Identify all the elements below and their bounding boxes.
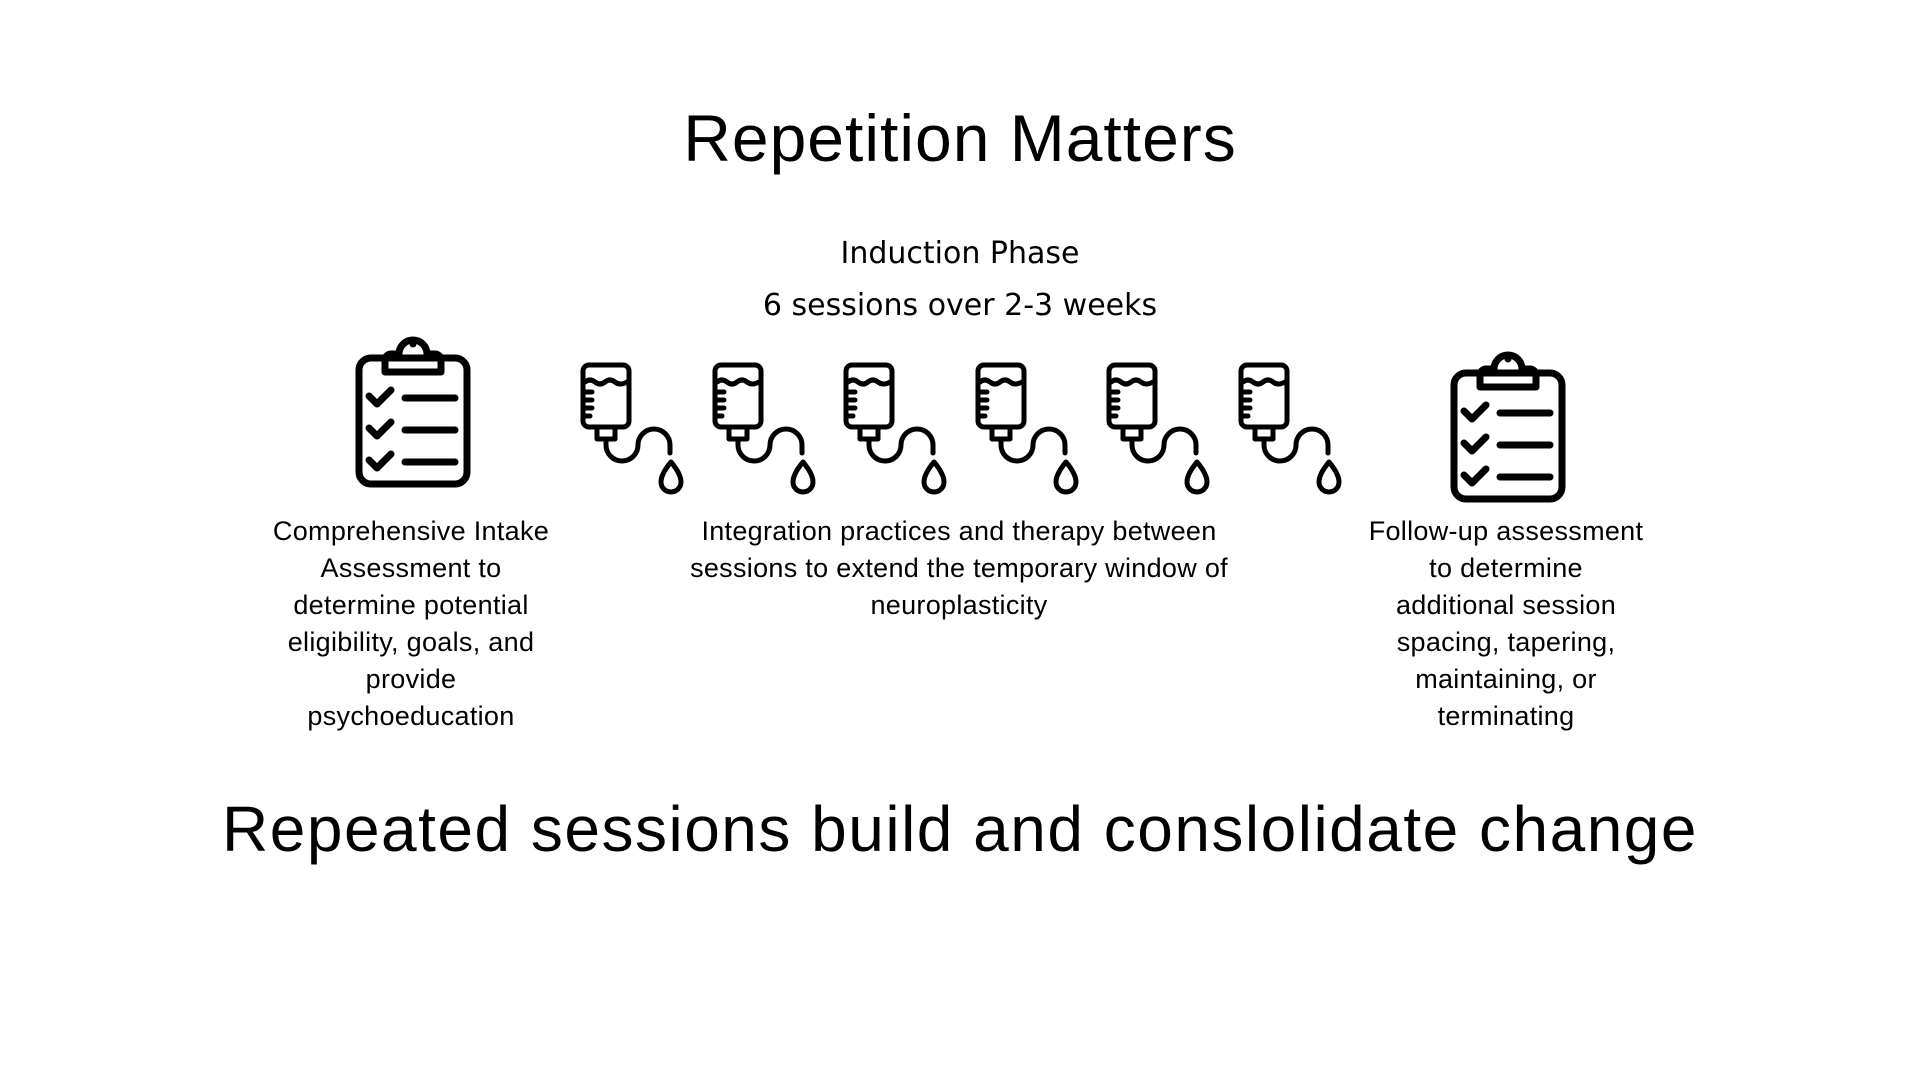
iv-drip-icon [975,362,1079,495]
tagline: Repeated sessions build and conslolidate… [222,793,1698,865]
iv-drip-icon [843,362,947,495]
iv-drip-icon [712,362,816,495]
text-line: Assessment to [320,553,502,583]
text-line: Follow-up assessment [1368,516,1644,546]
intake-description: Comprehensive Intake Assessment to deter… [211,513,611,735]
clipboard-checklist-icon [1450,351,1566,503]
iv-drip-icon [580,362,684,495]
iv-drip-icon [1106,362,1210,495]
text-line: neuroplasticity [870,590,1048,620]
integration-description: Integration practices and therapy betwee… [609,513,1309,624]
text-line: eligibility, goals, and [287,627,535,657]
text-line: determine potential [293,590,529,620]
text-line: Integration practices and therapy betwee… [701,516,1217,546]
phase-detail: 6 sessions over 2-3 weeks [762,288,1158,323]
followup-description: Follow-up assessment to determine additi… [1306,513,1706,735]
text-line: additional session [1395,590,1617,620]
page-title: Repetition Matters [683,101,1237,175]
text-line: sessions to extend the temporary window … [690,553,1228,583]
text-line: maintaining, or [1415,664,1597,694]
phase-name: Induction Phase [840,236,1080,271]
iv-drip-icon [1238,362,1342,495]
text-line: Comprehensive Intake [272,516,550,546]
text-line: terminating [1437,701,1575,731]
clipboard-checklist-icon [355,336,471,488]
text-line: psychoeducation [307,701,515,731]
text-line: provide [365,664,457,694]
text-line: to determine [1429,553,1583,583]
text-line: spacing, tapering, [1396,627,1616,657]
